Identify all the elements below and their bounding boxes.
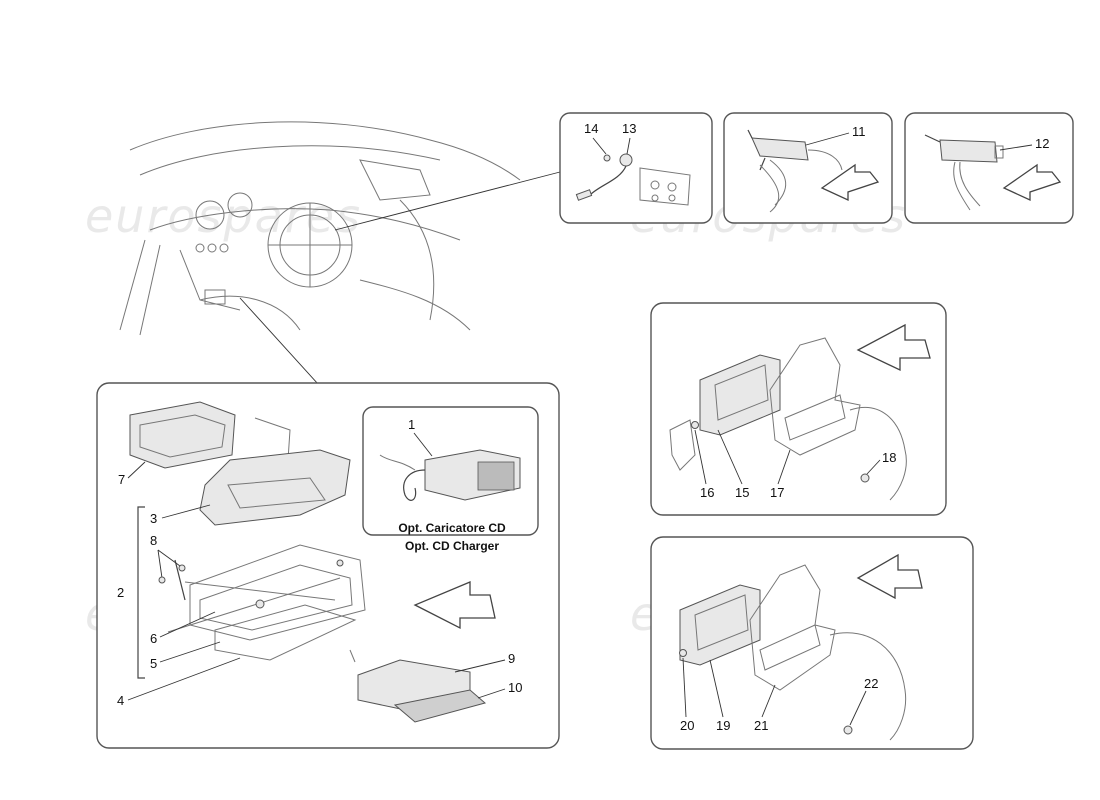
callout-16: 16 [700,485,714,500]
callout-9: 9 [508,651,515,666]
callout-22: 22 [864,676,878,691]
callout-2: 2 [117,585,124,600]
leader-dash-to-glovebox [239,297,319,385]
leader-dash-to-switch [334,171,561,231]
callout-6: 6 [150,631,157,646]
panel-unit-bracket-lower: 20 19 21 22 [650,536,974,750]
callout-18: 18 [882,450,896,465]
watermark-top-left: eurospares [85,189,362,243]
callout-4: 4 [117,693,124,708]
callout-17: 17 [770,485,784,500]
callout-11: 11 [852,124,866,139]
callout-3: 3 [150,511,157,526]
panel-module-11: 11 [723,112,893,224]
callout-15: 15 [735,485,749,500]
callout-5: 5 [150,656,157,671]
callout-1: 1 [408,417,415,432]
panel-cd-charger: 1 Opt. Caricatore CD Opt. CD Charger [362,406,539,553]
cd-option-line2: Opt. CD Charger [405,539,499,553]
callout-19: 19 [716,718,730,733]
callout-10: 10 [508,680,522,695]
cd-option-line1: Opt. Caricatore CD [398,521,506,535]
panel-module-12: 12 [904,112,1074,224]
callout-13: 13 [622,121,636,136]
panel-unit-bracket-upper: 16 15 17 18 [650,302,947,516]
callout-8: 8 [150,533,157,548]
dashboard-overview-drawing [119,121,521,336]
panel-switch: 14 13 [559,112,713,224]
callout-7: 7 [118,472,125,487]
callout-20: 20 [680,718,694,733]
callout-14: 14 [584,121,598,136]
callout-21: 21 [754,718,768,733]
callout-12: 12 [1035,136,1049,151]
